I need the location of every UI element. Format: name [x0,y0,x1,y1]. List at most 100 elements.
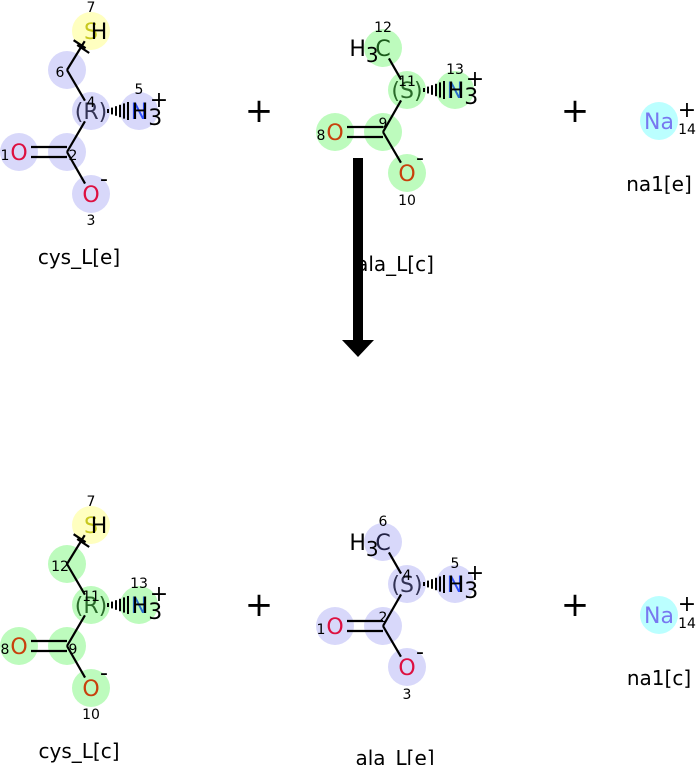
atom-O3: O-3 [82,167,108,229]
atom-C9: 9 [69,642,78,658]
atom-highlight [72,12,110,50]
atom-symbol: O [82,183,99,208]
atom-C12: 12 [51,559,69,575]
atom-S7: SH 7 [84,494,107,539]
atom-number: 10 [82,707,100,723]
atom-highlight [120,92,158,130]
atom-number: 6 [379,514,388,530]
atom-highlight [72,506,110,544]
atom-suffix: H [91,514,108,539]
atom-O10: O- 10 [398,146,424,209]
atom-symbol: (S) [391,573,422,598]
atom-O8: O8 [1,635,28,660]
atom-symbol: O [326,121,343,146]
reaction-arrow [342,158,374,357]
atom-Na14: Na+14 [644,592,696,632]
atom-suffix: H3 [448,79,479,110]
atom-O1: O1 [317,615,344,640]
atom-charge: - [100,167,108,192]
bonds [347,551,445,658]
atom-charge: + [678,98,696,123]
atom-charge: + [150,88,168,113]
plus-sign: + [561,91,590,131]
atom-symbol: (R) [75,100,107,125]
atom-charge: + [466,67,484,92]
atom-C2: 2 [69,148,78,164]
atom-number: 10 [398,193,416,209]
plus-sign: + [245,585,274,625]
atom-O10: O-10 [82,661,108,723]
atom-symbol: C [375,37,390,62]
atom-number: 13 [446,62,464,78]
atom-charge: + [150,582,168,607]
atom-symbol: N [447,573,463,598]
atom-number: 6 [56,65,65,81]
atom-highlight [640,596,678,634]
atom-highlight [72,175,110,213]
molecule-name: na1[e] [626,172,692,196]
atom-number: 7 [87,494,96,510]
atom-number: 5 [135,82,144,98]
atom-C11: (R)11 [75,589,107,619]
atom-number: 1 [317,622,326,638]
atom-symbol: S [84,514,98,539]
atom-symbol: (R) [75,594,107,619]
atom-charge: + [678,592,696,617]
atom-highlight [364,523,402,561]
atom-highlight [436,71,474,109]
atom-number: 14 [678,616,696,632]
atom-symbol: O [10,635,27,660]
atom-number: 11 [398,74,416,90]
molecule-name: na1[c] [627,666,691,690]
atom-C4: (R)4 [75,95,107,125]
atom-number: 3 [403,687,412,703]
molecule-name: ala_L[e] [355,746,434,765]
atom-symbol: S [84,20,98,45]
atom-S7: SH 7 [84,0,107,45]
atom-O3: O-3 [398,640,424,703]
plus-sign: + [561,585,590,625]
atom-highlight [0,133,38,171]
atom-highlight [0,627,38,665]
atom-number: 1 [1,148,10,164]
bonds [31,39,129,185]
atom-highlight [388,154,426,192]
atom-N5: NH3+5 [447,556,484,604]
atom-C11: (S)11 [391,74,422,104]
molecule-ion: Na+14 na1[c] [627,592,696,690]
atom-suffix: H [91,20,108,45]
atom-number: 2 [379,610,388,626]
atom-highlight [72,669,110,707]
atom-C2: 2 [379,610,388,626]
atom-number: 4 [87,95,96,111]
atom-number: 9 [69,642,78,658]
atom-symbol: N [131,100,147,125]
atom-symbol: O [398,656,415,681]
atom-number: 5 [451,556,460,572]
atom-number: 7 [87,0,96,16]
atom-number: 13 [130,576,148,592]
atom-symbol: Na [644,110,674,135]
molecule-name: ala_L[c] [356,252,434,276]
atom-charge: - [416,146,424,171]
atom-number: 12 [51,559,69,575]
atom-number: 8 [1,642,10,658]
plus-sign: + [245,91,274,131]
atom-number: 14 [678,122,696,138]
atom-highlight [640,102,678,140]
atom-symbol: O [398,162,415,187]
bonds [347,57,445,164]
atom-O1: O1 [1,141,28,166]
atom-highlight [364,29,402,67]
atom-symbol: O [82,677,99,702]
atom-highlight [388,648,426,686]
atom-Na14: Na+14 [644,98,696,138]
